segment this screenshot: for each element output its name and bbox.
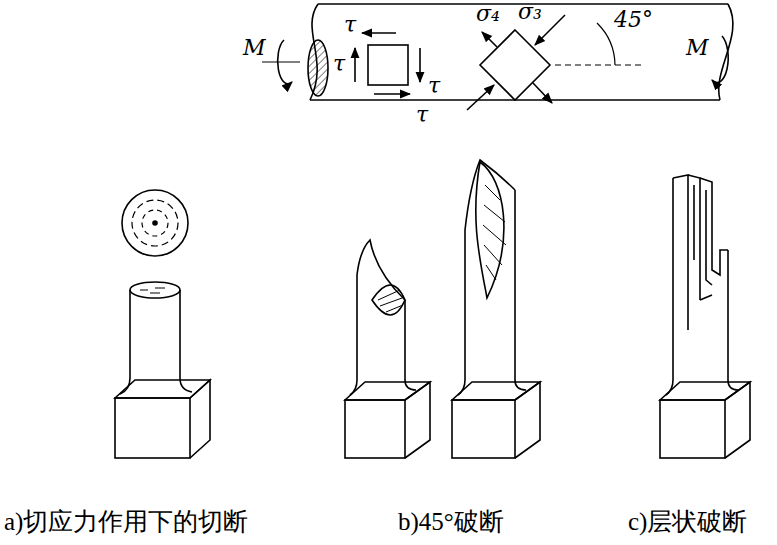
shear-stress-label: τ [416,103,428,127]
angle-label: 45° [614,8,653,32]
moment-label: M [686,36,709,60]
fracture-caption: b)45°破断 [398,508,504,536]
fracture-caption: c)层状破断 [628,508,747,536]
stress-label: σ₄ [476,2,500,26]
stress-label: σ₃ [518,0,542,24]
shear-stress-label: τ [344,13,356,37]
moment-label: M [243,36,266,60]
shear-stress-label: τ [333,52,345,76]
fracture-caption: a)切应力作用下的切断 [4,508,248,536]
shear-stress-label: τ [428,74,440,98]
